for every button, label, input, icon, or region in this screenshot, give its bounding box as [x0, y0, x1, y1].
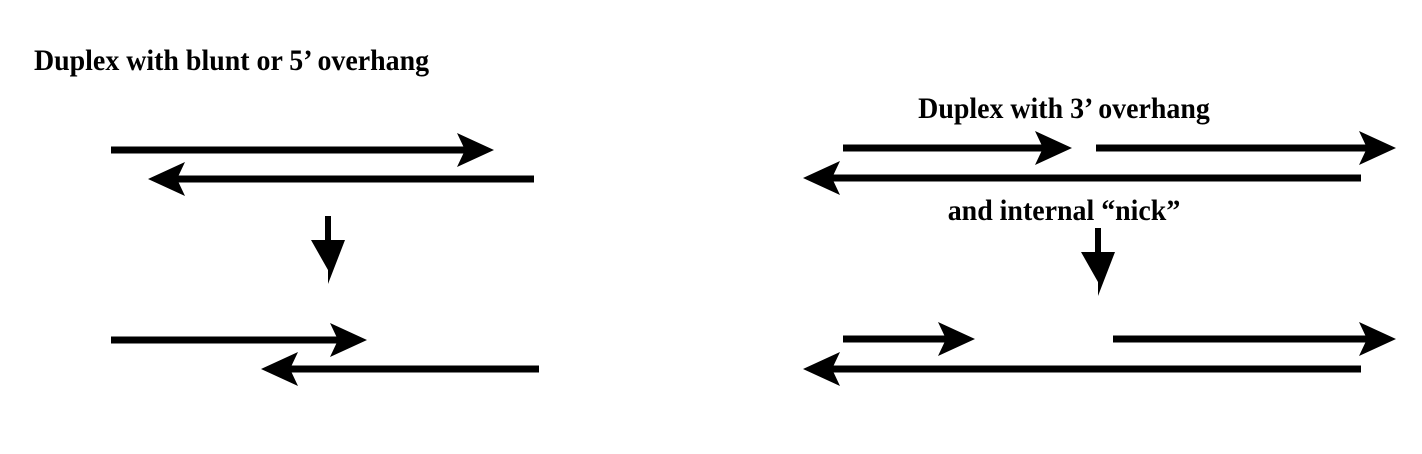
left-after-top-strand [111, 323, 367, 357]
arrowhead-right-icon [330, 323, 367, 357]
right-after-top-strand-segment-2 [1113, 322, 1396, 356]
arrowhead-right-icon [1359, 322, 1396, 356]
arrowhead-left-icon [803, 161, 840, 195]
left-duplex-before [111, 133, 534, 196]
left-after-bottom-strand [261, 352, 539, 386]
arrowhead-left-icon [148, 162, 185, 196]
panel-title-left: Duplex with blunt or 5’ overhang [34, 44, 430, 77]
arrowhead-left-icon [803, 352, 840, 386]
arrowhead-down-icon [311, 240, 345, 284]
arrowhead-right-icon [938, 322, 975, 356]
right-after-top-strand-segment-1 [843, 322, 975, 356]
left-duplex-after [111, 323, 539, 386]
arrowhead-right-icon [457, 133, 494, 167]
left-before-bottom-strand [148, 162, 534, 196]
right-duplex-after [803, 322, 1396, 386]
arrowhead-left-icon [261, 352, 298, 386]
panel-title-right-line-1: Duplex with 3’ overhang [918, 92, 1210, 125]
panel-title-right-line-2: and internal “nick” [947, 194, 1181, 227]
panel-title-right: Duplex with 3’ overhang and internal “ni… [897, 24, 1232, 296]
left-transition-arrow [311, 216, 345, 284]
left-before-top-strand [111, 133, 494, 167]
right-after-bottom-strand [803, 352, 1361, 386]
arrowhead-right-icon [1359, 131, 1396, 165]
